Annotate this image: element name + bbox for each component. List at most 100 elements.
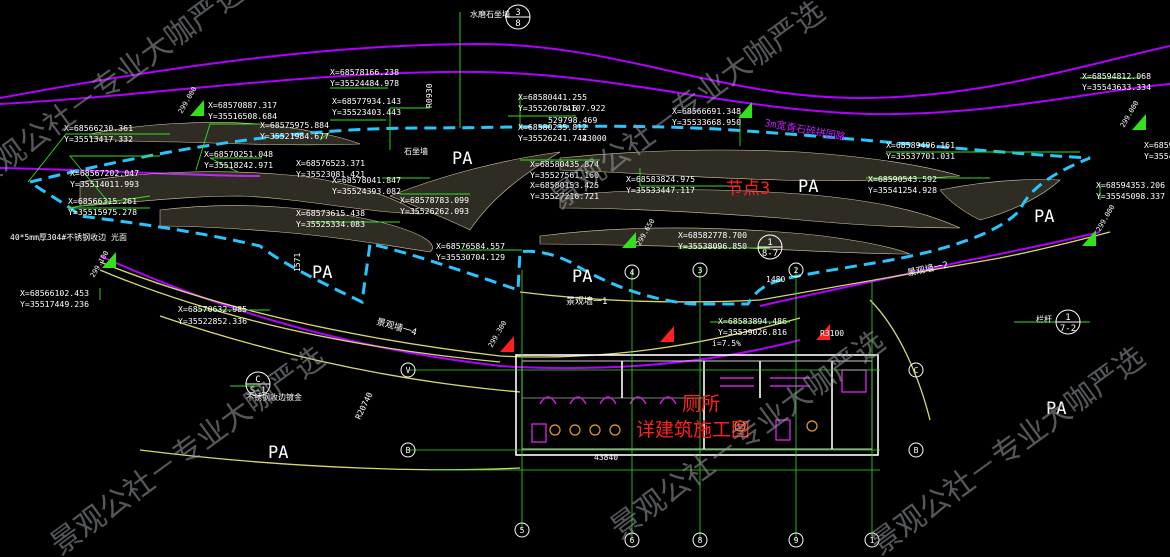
svg-text:B: B <box>914 446 919 455</box>
coord-x: X=68580235.812 <box>518 122 587 132</box>
value-label: R0930 <box>424 83 434 108</box>
coord-y: Y=35527561.160 <box>530 170 599 180</box>
coord-y: Y=35546 <box>1144 151 1170 161</box>
coord-y: Y=35527216.721 <box>530 191 599 201</box>
section-callout: 18-7 <box>757 234 783 260</box>
value-label: 529798.469 <box>548 115 597 125</box>
pa-label: PA <box>1046 399 1066 419</box>
coord-x: X=68596 <box>1144 140 1170 150</box>
coord-y: Y=35538096.850 <box>678 241 747 251</box>
grid-bubble: B <box>908 442 924 458</box>
grid-bubble: B <box>400 442 416 458</box>
dimension-label: 43840 <box>594 453 618 462</box>
grid-bubbles: V B B C 4 3 5 6 8 9 2 1 <box>400 262 924 548</box>
railing-label: 栏杆 <box>1036 314 1052 324</box>
coord-y: Y=35526241.742 <box>518 133 587 143</box>
svg-text:2: 2 <box>794 266 799 275</box>
coord-y: Y=35524484.978 <box>330 78 399 88</box>
svg-text:8: 8 <box>698 536 703 545</box>
right-curve-edge <box>759 231 1101 307</box>
landscape-wall-1-label: 景观墙一1 <box>566 295 607 307</box>
svg-text:C: C <box>914 366 919 375</box>
coord-y: Y=35526262.093 <box>400 206 469 216</box>
coord-y: Y=35525334.083 <box>296 219 365 229</box>
coord-x: X=68570251.048 <box>204 149 273 159</box>
landscape-wall-2-label: 景观墙一2 <box>906 259 949 279</box>
coord-x: X=68576584.557 <box>436 241 505 251</box>
upper-path-edge <box>0 42 1170 100</box>
svg-text:B: B <box>406 446 411 455</box>
elevation-label: 299.300 <box>487 319 509 349</box>
stone-path-note: 3m宽青石碎拼园路 <box>763 116 846 143</box>
landscape-walls <box>99 231 1111 471</box>
coord-x: X=68583894.486 <box>718 316 787 326</box>
coord-x: X=68566315.261 <box>68 196 137 206</box>
dimension-label: 1480 <box>766 275 785 284</box>
coord-y: Y=35533668.950 <box>672 117 741 127</box>
coord-x: X=68576523.371 <box>296 158 365 168</box>
section-callout: CS-1 <box>245 371 271 397</box>
coord-y: Y=35533447.117 <box>626 185 695 195</box>
coord-y: Y=35526078.6 <box>518 103 577 113</box>
coord-x: X=68580153.425 <box>530 180 599 190</box>
coord-x: X=68590543.592 <box>868 174 937 184</box>
coord-y: Y=35539026.816 <box>718 327 787 337</box>
svg-text:5: 5 <box>520 526 525 535</box>
coord-y: Y=35517449.236 <box>20 299 89 309</box>
pa-label: PA <box>572 267 592 287</box>
coord-x: X=68573615.438 <box>296 208 365 218</box>
section-callout: 17-2 <box>1055 309 1081 335</box>
stone-bench-label: 石坐墙 <box>404 146 428 156</box>
grid-bubble: V <box>400 362 416 378</box>
slope-label: i=7.5% <box>712 339 741 348</box>
section-callout: 38 <box>505 4 531 30</box>
svg-text:1: 1 <box>870 536 875 545</box>
pa-label: PA <box>312 263 332 283</box>
pa-label: PA <box>268 443 288 463</box>
svg-text:4: 4 <box>630 268 635 277</box>
grid-lines <box>408 268 880 540</box>
coord-x: X=68566691.348 <box>672 106 741 116</box>
coord-y: Y=35543633.334 <box>1082 82 1151 92</box>
coord-x: X=68580435.874 <box>530 159 599 169</box>
coord-x: X=68575975.884 <box>260 120 329 130</box>
svg-text:1: 1 <box>767 238 772 248</box>
coord-x: X=68594353.206 <box>1096 180 1165 190</box>
elevation-label: 299.000 <box>1095 203 1117 233</box>
toilet-title: 厕所 <box>682 393 720 415</box>
svg-text:6: 6 <box>630 536 635 545</box>
watermark-text: 景观公社－专业大咖严选 <box>864 340 1152 557</box>
landscape-wall-4-label: 景观墙一4 <box>375 315 418 338</box>
coord-y: Y=35516508.684 <box>208 111 277 121</box>
svg-text:8-7: 8-7 <box>762 249 778 259</box>
water-stone-label: 水磨石坐墙 <box>470 9 510 19</box>
coord-x: X=68580441.255 <box>518 92 587 102</box>
coord-y: Y=35522852.336 <box>178 316 247 326</box>
coord-x: X=68578166.238 <box>330 67 399 77</box>
coord-x: X=68570632.985 <box>178 304 247 314</box>
coord-y: Y=35524393.082 <box>332 186 401 196</box>
dimension-label: R20740 <box>354 391 375 421</box>
coord-x: X=68578041.847 <box>332 175 401 185</box>
coord-y: Y=35537701.031 <box>886 151 955 161</box>
pa-labels: PA PA PA PA PA PA PA <box>268 149 1066 463</box>
grid-bubble: 6 <box>624 532 640 548</box>
svg-text:7-2: 7-2 <box>1060 324 1076 334</box>
coord-y: Y=35530704.129 <box>436 252 505 262</box>
coord-x: X=68589496.161 <box>886 140 955 150</box>
coord-x: X=68570887.317 <box>208 100 277 110</box>
leader-lines <box>27 12 1140 387</box>
coord-y: Y=35545098.337 <box>1096 191 1165 201</box>
toilet-fixtures-orange <box>549 420 818 436</box>
stainless-edge-note: 不锈钢收边镀金 <box>246 392 302 402</box>
pa-label: PA <box>452 149 472 169</box>
section-callouts: 38 18-7 17-2 CS-1 <box>245 4 1081 397</box>
coordinate-labels: X=68566230.361 Y=35513417.332 X=68570887… <box>20 67 1170 337</box>
toilet-subtitle: 详建筑施工图 <box>636 419 750 441</box>
coord-x: X=68567202.047 <box>70 168 139 178</box>
value-label: 43000 <box>582 133 607 143</box>
coord-y: Y=35515975.278 <box>68 207 137 217</box>
railing-note: 40*5mm厚304#不锈钢收边 光面 <box>10 232 127 242</box>
svg-text:3: 3 <box>515 8 520 18</box>
